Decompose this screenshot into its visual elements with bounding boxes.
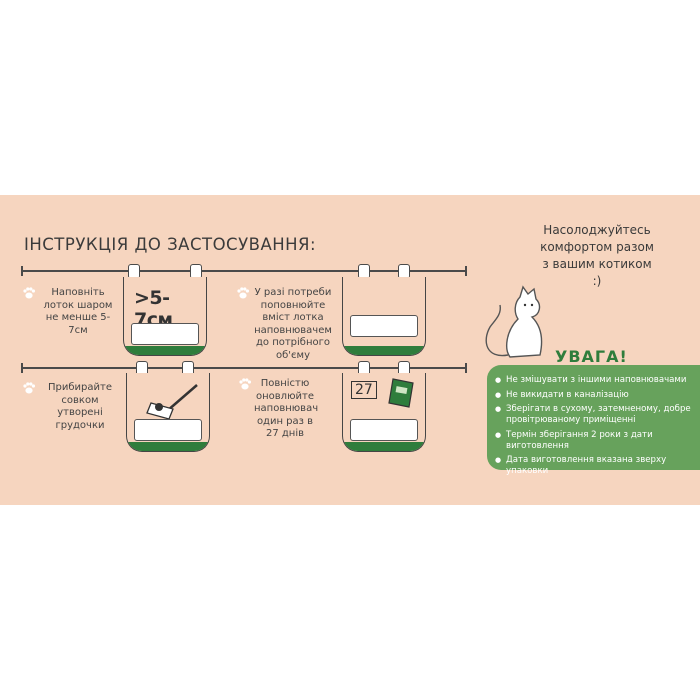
tray-base [127, 442, 209, 451]
tray-base [124, 346, 206, 355]
paw-icon [23, 287, 35, 299]
calendar-label: 27 [351, 381, 377, 399]
warning-item: Не викидати в каналізацію [495, 390, 700, 401]
tray-base [343, 346, 425, 355]
warning-item: Дата виготовлення вказана зверху упаковк… [495, 455, 700, 477]
step-2-text: У разі потреби поповнюйте вміст лотка на… [254, 287, 332, 361]
cta-text: Насолоджуйтесь комфортом разом з вашим к… [540, 223, 654, 288]
step-4-text: Повністю оновлюйте наповнювач один раз в… [254, 378, 319, 439]
litter-tray-step-2 [342, 277, 426, 356]
step-1-text: Наповніть лоток шаром не менше 5-7см [43, 287, 113, 336]
step-3-text: Прибирайте совком утворені грудочки [48, 382, 112, 431]
scoop-icon [146, 384, 198, 420]
instruction-banner: ІНСТРУКЦІЯ ДО ЗАСТОСУВАННЯ: Наповніть ло… [0, 195, 700, 505]
warning-item: Зберігати в сухому, затемненому, добре п… [495, 404, 700, 426]
litter-layer [134, 419, 202, 441]
warning-item: Не змішувати з іншими наповнювачами [495, 375, 700, 386]
litter-tray-step-4: 27 [342, 373, 426, 452]
litter-tray-step-1: >5-7см [123, 277, 207, 356]
warning-list: Не змішувати з іншими наповнювачами Не в… [495, 375, 700, 481]
paw-icon [237, 287, 249, 299]
litter-bag-icon [388, 378, 414, 408]
tray-base [343, 442, 425, 451]
litter-layer [350, 419, 418, 441]
warning-item: Термін зберігання 2 роки з дати виготовл… [495, 430, 700, 452]
hanger-rod [21, 363, 467, 373]
litter-layer [350, 315, 418, 337]
litter-layer [131, 323, 199, 345]
paw-icon [23, 382, 35, 394]
instructions-title: ІНСТРУКЦІЯ ДО ЗАСТОСУВАННЯ: [24, 235, 317, 254]
hanger-rod [21, 266, 467, 276]
cat-icon [485, 285, 543, 358]
litter-tray-step-3 [126, 373, 210, 452]
paw-icon [239, 378, 251, 390]
warning-title: УВАГА! [555, 347, 628, 366]
